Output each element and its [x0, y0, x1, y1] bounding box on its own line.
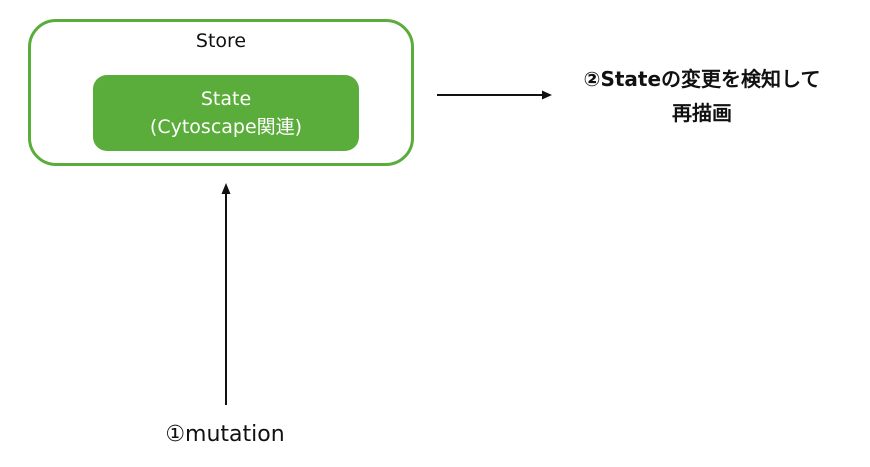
store-label: Store: [195, 30, 247, 52]
arrow-to-rerender: [437, 90, 552, 100]
rerender-annotation-line1: ②Stateの変更を検知して: [583, 67, 821, 91]
state-subtitle: (Cytoscape関連): [149, 116, 303, 138]
rerender-annotation-line2: 再描画: [672, 101, 732, 125]
state-box: State (Cytoscape関連): [93, 75, 359, 151]
mutation-label: ①mutation: [165, 422, 285, 447]
store-box: Store State (Cytoscape関連): [28, 19, 414, 166]
state-label: State: [200, 88, 252, 110]
arrow-mutation-up: [221, 183, 231, 405]
rerender-annotation: ②Stateの変更を検知して 再描画: [534, 62, 870, 130]
